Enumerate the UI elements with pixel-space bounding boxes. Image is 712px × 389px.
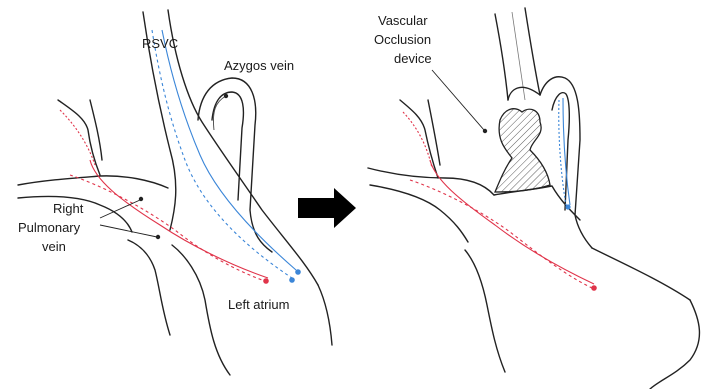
azygos-outline	[198, 78, 272, 252]
label-device-2: Occlusion	[374, 32, 431, 47]
pulmonary-branch-bottom	[128, 240, 170, 335]
pulmonary-branch-main-r	[368, 168, 494, 195]
atrium-outline	[172, 245, 230, 375]
atrium-outline-right	[318, 285, 332, 345]
right-arrow-icon	[298, 188, 356, 228]
label-left-atrium: Left atrium	[228, 297, 289, 312]
label-device-3: device	[394, 51, 432, 66]
label-device-1: Vascular	[378, 13, 428, 28]
red-flow-2	[90, 160, 268, 278]
pointer-line-2	[100, 225, 157, 237]
blue-arrowhead-1	[289, 277, 295, 283]
device-pointer-dot	[483, 129, 487, 133]
occlusion-device	[495, 109, 550, 192]
atrium-outline-bottom-r	[650, 300, 699, 389]
azygos-flow	[213, 96, 226, 130]
red-arrowhead-r	[591, 285, 597, 291]
right-panel: Vascular Occlusion device	[368, 8, 699, 389]
atrium-outline-r	[592, 248, 690, 300]
label-right-pulmonary-2: Pulmonary	[18, 220, 81, 235]
device-pointer-line	[432, 70, 484, 130]
label-right-pulmonary-1: Right	[53, 201, 84, 216]
label-right-pulmonary-3: vein	[42, 239, 66, 254]
azygos-inner-r	[552, 93, 569, 210]
pulmonary-branch-top-r	[428, 100, 440, 165]
blue-arrowhead-2	[295, 269, 301, 275]
azygos-outline-r	[540, 77, 592, 248]
red-arrowhead	[263, 278, 269, 284]
blue-arrowhead-r	[565, 204, 570, 209]
pulmonary-branch-bottom-r	[465, 250, 505, 372]
pulmonary-branch-upper	[58, 100, 100, 175]
left-panel: RSVC Azygos vein Right Pulmonary vein Le…	[18, 10, 332, 375]
label-rsvc: RSVC	[142, 36, 178, 51]
svc-outline-left-r	[495, 14, 508, 100]
pulmonary-branch-lower-r	[370, 185, 468, 242]
pulmonary-branch-main	[18, 176, 168, 188]
azygos-inner	[212, 92, 243, 200]
azygos-dot	[224, 94, 228, 98]
label-azygos: Azygos vein	[224, 58, 294, 73]
svc-outline-right-r	[525, 8, 540, 95]
